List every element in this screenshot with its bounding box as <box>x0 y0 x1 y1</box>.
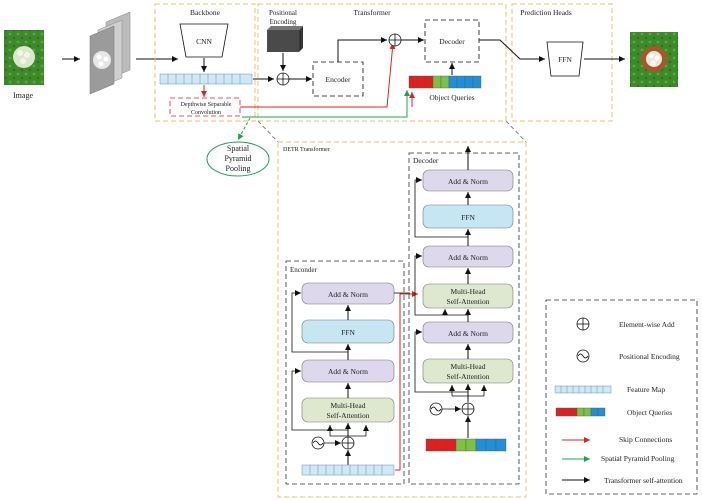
decoder-detail-title: Decoder <box>413 156 439 165</box>
element-wise-add-icon <box>576 317 590 331</box>
ffn-label: FFN <box>558 55 572 64</box>
dec-residual-3 <box>414 329 468 393</box>
legend-label-self-attention: Transformer self-attention <box>604 476 683 485</box>
dec-residual-1 <box>414 177 468 238</box>
encoder-mha-label-line1: Multi-Head <box>331 401 366 410</box>
decoder-add-norm-3-label: Add & Norm <box>448 329 488 338</box>
enc-residual-2 <box>291 290 348 353</box>
object-queries-top <box>408 75 482 89</box>
legend-box <box>545 299 698 495</box>
encoder-add-norm-top <box>301 282 395 305</box>
cnn-block <box>179 23 229 58</box>
element-wise-add-icon <box>461 402 475 416</box>
spp-green-path <box>242 90 410 118</box>
detr-transformer-section <box>277 141 527 498</box>
dsc-box <box>169 97 241 117</box>
transformer-section <box>257 3 507 122</box>
positional-encoding-label-line2: Encoding <box>270 18 297 26</box>
encoder-add-norm-bottom-label: Add & Norm <box>328 367 368 376</box>
positional-encoding-label-line1: Positional <box>269 9 297 17</box>
positional-encoding-icon <box>576 349 590 363</box>
decoder-mha-2-label-line2: Self-Attention <box>447 372 490 381</box>
ffn-block <box>546 41 584 77</box>
spp-label-line2: Pyramid <box>224 154 251 163</box>
backbone-title: Backbone <box>190 8 221 17</box>
encoder-to-add2-arrow <box>337 37 387 62</box>
object-queries-icon <box>555 407 606 417</box>
dsc-label-line2: Convolution <box>191 110 221 116</box>
enc-residual-1 <box>291 368 348 431</box>
legend-label-feature-map: Feature Map <box>627 385 665 394</box>
skip-connection-red-line <box>240 42 396 108</box>
legend-label-object-queries: Object Queries <box>627 408 672 417</box>
dsc-label-line1: Depthwise Separable <box>181 102 232 108</box>
spp-ellipse <box>206 141 270 177</box>
prediction-heads-section <box>511 3 613 122</box>
image-stack <box>89 11 131 95</box>
spp-label-line1: Spatial <box>227 144 250 153</box>
feature-map-bottom <box>301 464 395 476</box>
element-wise-add-icon <box>388 33 402 47</box>
positional-encoding-icon <box>311 436 325 450</box>
positional-encoding-icon <box>429 402 443 416</box>
prediction-heads-title: Prediction Heads <box>520 8 572 17</box>
element-wise-add-icon <box>276 72 290 86</box>
feature-map-icon <box>554 385 612 394</box>
positional-encoding-block <box>267 30 299 52</box>
encoder-ffn-label: FFN <box>341 328 355 337</box>
transformer-title: Transformer <box>353 8 391 17</box>
legend-label-pe: Positional Encoding <box>619 352 680 361</box>
spp-label-line3: Pooling <box>226 164 251 173</box>
decoder-mha-1-label-line1: Multi-Head <box>451 287 486 296</box>
decoder-add-norm-2-label: Add & Norm <box>448 253 488 262</box>
zoom-line-right <box>505 120 527 143</box>
spp-dashed-link <box>237 117 251 141</box>
object-queries-bottom <box>425 438 507 452</box>
decoder-mha-2-label-line1: Multi-Head <box>451 362 486 371</box>
encoder-mha-label-line2: Self-Attention <box>327 411 370 420</box>
decoder-detail-box <box>408 152 520 485</box>
decoder-add-norm-1-label: Add & Norm <box>448 177 488 186</box>
legend-label-add: Element-wise Add <box>619 320 675 329</box>
encoder-detail-title: Enconder <box>290 266 317 274</box>
zoom-line-left <box>257 120 279 143</box>
input-image <box>4 30 44 85</box>
positional-encoding-block-side <box>299 26 303 52</box>
decoder-ffn-label: FFN <box>461 213 475 222</box>
enc-red-skip-line <box>395 291 418 471</box>
dec-residual-2 <box>414 253 468 316</box>
object-queries-label: Object Queries <box>429 93 474 102</box>
decoder-label: Decoder <box>439 37 465 46</box>
legend-label-skip: Skip Connections <box>619 435 672 444</box>
decoder-block <box>424 19 480 63</box>
backbone-section <box>154 3 256 122</box>
cnn-label: CNN <box>196 37 212 46</box>
encoder-detail-box <box>285 260 405 485</box>
feature-map-top <box>159 73 253 85</box>
decoder-mha-1-label-line2: Self-Attention <box>447 297 490 306</box>
positional-encoding-block-top <box>267 26 303 30</box>
encoder-label: Encoder <box>326 75 351 84</box>
legend-label-spp: Spatial Pyramid Pooling <box>601 454 675 463</box>
decoder-to-ffn-arrow <box>479 39 545 62</box>
element-wise-add-icon <box>341 436 355 450</box>
image-label: Image <box>13 91 33 100</box>
output-image <box>630 32 678 87</box>
encoder-add-norm-top-label: Add & Norm <box>328 290 368 299</box>
detr-transformer-title: DETR Transformer <box>283 146 330 153</box>
